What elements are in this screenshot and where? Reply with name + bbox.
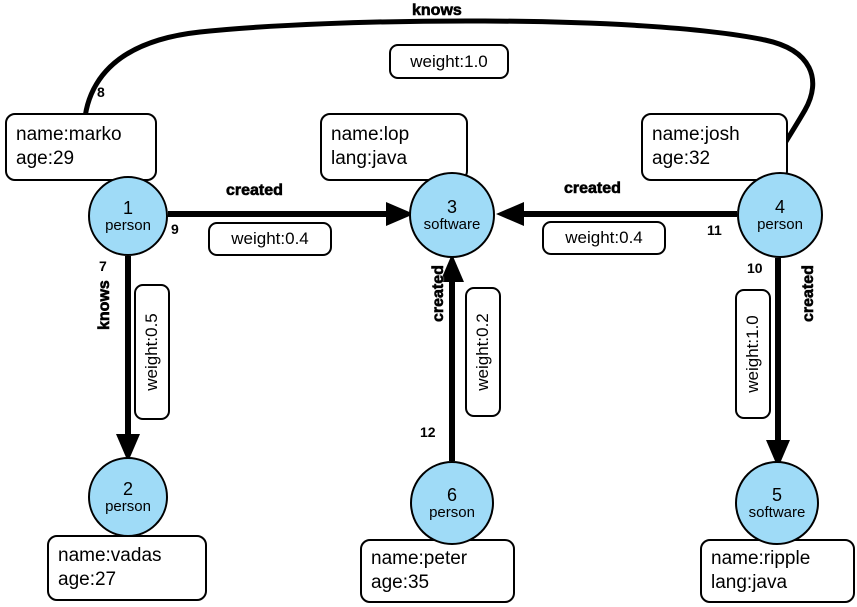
node-2-person[interactable]: 2 person	[88, 457, 168, 537]
property-box-node-4[interactable]: name:josh age:32	[641, 113, 788, 181]
property-line: name:peter	[371, 548, 468, 570]
weight-value: weight:0.4	[231, 229, 309, 248]
edge-11-created[interactable]	[496, 202, 737, 226]
node-label: software	[748, 503, 806, 521]
node-label: person	[757, 215, 803, 233]
node-id: 2	[122, 479, 133, 500]
property-line: name:josh	[652, 124, 740, 146]
property-line: name:marko	[16, 124, 122, 146]
property-line: age:35	[371, 572, 430, 593]
weight-box-edge-8[interactable]: weight:1.0	[389, 44, 509, 79]
property-line: age:27	[58, 569, 117, 590]
edge-7-knows[interactable]	[116, 256, 140, 462]
property-line: name:vadas	[58, 545, 162, 567]
node-3-software[interactable]: 3 software	[409, 172, 495, 258]
property-line: name:lop	[331, 124, 410, 146]
node-id: 6	[446, 485, 457, 506]
weight-box-edge-10[interactable]: weight:1.0	[735, 289, 771, 419]
node-5-software[interactable]: 5 software	[735, 461, 819, 545]
property-box-node-2[interactable]: name:vadas age:27	[47, 535, 207, 601]
edge-12-created[interactable]	[440, 254, 464, 461]
property-box-node-5[interactable]: name:ripple lang:java	[700, 539, 855, 603]
property-box-node-1[interactable]: name:marko age:29	[5, 113, 157, 181]
weight-value: weight:0.4	[565, 228, 643, 247]
weight-box-edge-7[interactable]: weight:0.5	[134, 284, 170, 420]
edge-9-created[interactable]	[168, 202, 414, 226]
node-label: person	[105, 497, 151, 515]
node-label: software	[423, 215, 481, 233]
node-id: 4	[774, 197, 785, 218]
node-label: person	[429, 503, 475, 521]
weight-value: weight:1.0	[410, 51, 488, 71]
property-box-node-3[interactable]: name:lop lang:java	[320, 113, 468, 181]
weight-box-edge-12[interactable]: weight:0.2	[465, 287, 501, 417]
property-line: lang:java	[711, 572, 788, 593]
node-1-person[interactable]: 1 person	[88, 176, 168, 256]
weight-box-edge-9[interactable]: weight:0.4	[208, 222, 332, 256]
weight-value: weight:1.0	[743, 315, 762, 393]
node-id: 1	[122, 198, 133, 219]
property-line: age:32	[652, 148, 711, 169]
property-line: name:ripple	[711, 548, 811, 570]
edge-10-created[interactable]	[766, 258, 790, 468]
property-line: lang:java	[331, 148, 408, 169]
weight-value: weight:0.2	[473, 313, 492, 391]
node-6-person[interactable]: 6 person	[410, 461, 494, 545]
node-id: 5	[771, 485, 782, 506]
weight-box-edge-11[interactable]: weight:0.4	[542, 221, 666, 255]
weight-value: weight:0.5	[142, 313, 161, 391]
node-label: person	[105, 216, 151, 234]
property-line: age:29	[16, 148, 75, 169]
property-box-node-6[interactable]: name:peter age:35	[360, 539, 515, 603]
node-4-person[interactable]: 4 person	[737, 172, 823, 258]
node-id: 3	[446, 197, 457, 218]
